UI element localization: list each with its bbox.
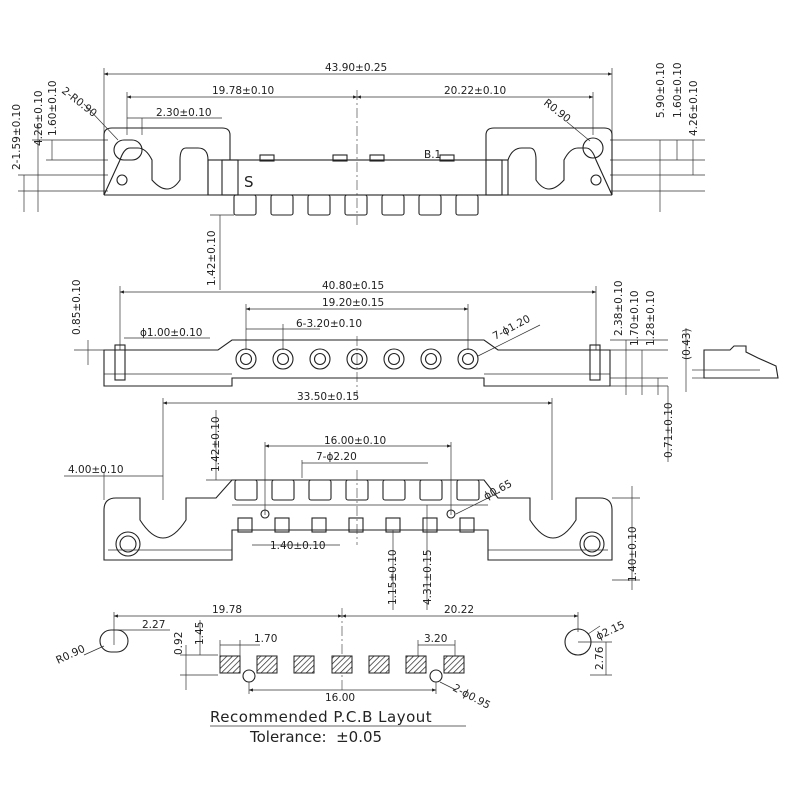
left-peg xyxy=(115,531,141,557)
slot-offset-label: 2.30±0.10 xyxy=(156,107,212,119)
radius-left-label: 2-R0.90 xyxy=(59,85,99,120)
right-height-b-label: 1.70±0.10 xyxy=(629,290,641,346)
pad-dia-label: 7-ϕ2.20 xyxy=(316,451,357,463)
right-slot xyxy=(582,137,604,159)
span-label: 33.50±0.15 xyxy=(297,391,359,403)
post-height-label: 1.42±0.10 xyxy=(210,416,222,472)
right-to-center-label: 20.22±0.10 xyxy=(444,85,506,97)
pcb-layout: 19.78 20.22 2.27 R0.90 ϕ2.15 2.76 1.45 0… xyxy=(54,604,627,746)
right-peg xyxy=(579,531,605,557)
radius-right-label: R0.90 xyxy=(541,97,573,125)
pcb-right-dim: 20.22 xyxy=(444,604,474,616)
pad-gap-label: 1.40±0.10 xyxy=(270,540,326,552)
left-width-label: 4.00±0.10 xyxy=(68,464,124,476)
right-height-c-label: 4.26±0.10 xyxy=(688,80,700,136)
left-height-c-label: 1.60±0.10 xyxy=(47,80,59,136)
pin-length-label: 1.42±0.10 xyxy=(206,230,218,286)
peg-dia-label: ϕ1.00±0.10 xyxy=(140,327,202,339)
left-pin-hole xyxy=(116,174,128,186)
front-view: 40.80±0.15 19.20±0.15 6-3.20±0.10 ϕ1.00±… xyxy=(71,279,779,395)
right-pin-hole xyxy=(590,174,602,186)
pcb-left-oval-hole xyxy=(99,629,129,653)
pcb-tolerance: Tolerance: ±0.05 xyxy=(249,728,382,746)
height-a-label: 1.15±0.10 xyxy=(387,549,399,605)
bottom-view-outline xyxy=(103,479,613,561)
revision-mark: B.1 xyxy=(424,149,441,161)
pad-span-label: 16.00±0.10 xyxy=(324,435,386,447)
side-view: (0.43) xyxy=(681,328,779,392)
right-height-c-label: 1.28±0.10 xyxy=(645,290,657,346)
pcb-big-hole-height: 2.76 xyxy=(594,646,606,670)
pitch-span-label: 19.20±0.15 xyxy=(322,297,384,309)
bottom-view: 33.50±0.15 1.42±0.10 4.00±0.10 16.00±0.1… xyxy=(64,386,675,610)
top-bumps xyxy=(259,154,455,162)
right-height-b-label: 1.60±0.10 xyxy=(672,62,684,118)
pcb-small-holes: 2-ϕ0.95 xyxy=(451,682,493,712)
right-height-label: 1.40±0.10 xyxy=(627,526,639,582)
left-height-a-label: 2-1.59±0.10 xyxy=(11,104,23,170)
right-height-a-label: 5.90±0.10 xyxy=(655,62,667,118)
pcb-left-dim: 19.78 xyxy=(212,604,242,616)
right-thickness-label: 0.71±0.10 xyxy=(663,402,675,458)
left-height-b-label: 4.26±0.10 xyxy=(33,90,45,146)
pcb-pad-pitch: 3.20 xyxy=(424,633,447,645)
pcb-pad-width: 1.70 xyxy=(254,633,277,645)
pcb-pad-height-a: 1.45 xyxy=(194,622,206,645)
pitch-label: 6-3.20±0.10 xyxy=(296,318,362,330)
pcb-radius-label: R0.90 xyxy=(54,643,87,667)
left-to-center-label: 19.78±0.10 xyxy=(212,85,274,97)
left-slot xyxy=(113,139,143,161)
hole-span-label: 40.80±0.15 xyxy=(322,280,384,292)
pcb-pads xyxy=(219,655,465,674)
top-view-pins xyxy=(233,194,479,216)
pcb-small-hole-right xyxy=(429,669,443,683)
front-contacts xyxy=(235,348,479,370)
right-height-a-label: 2.38±0.10 xyxy=(613,280,625,336)
pcb-hole-offset: 2.27 xyxy=(142,619,165,631)
pcb-big-hole-dia: ϕ2.15 xyxy=(594,619,627,643)
pcb-pad-height-b: 0.92 xyxy=(173,632,185,655)
top-view-outline xyxy=(103,127,231,196)
left-height-label: 0.85±0.10 xyxy=(71,279,83,335)
pcb-small-hole-left xyxy=(242,669,256,683)
height-b-label: 4.31±0.15 xyxy=(422,549,434,605)
top-view: 43.90±0.25 19.78±0.10 20.22±0.10 2.30±0.… xyxy=(11,62,705,290)
side-ref-label: (0.43) xyxy=(681,328,693,360)
pcb-pad-span: 16.00 xyxy=(325,692,355,704)
pcb-title: Recommended P.C.B Layout xyxy=(210,708,432,726)
overall-width-label: 43.90±0.25 xyxy=(325,62,387,74)
part-letter: S xyxy=(244,173,254,191)
contact-dia-label: 7-ϕ1.20 xyxy=(491,313,533,343)
